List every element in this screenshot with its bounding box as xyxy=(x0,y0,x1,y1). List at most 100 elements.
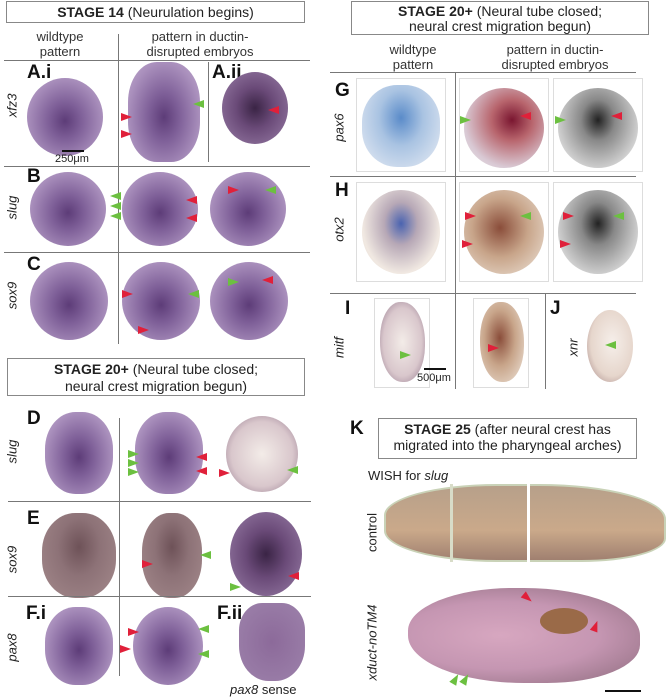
stage-label: STAGE 20+ xyxy=(53,361,129,377)
gene-label: mitf xyxy=(331,337,347,358)
divider xyxy=(330,176,636,177)
red-arrow xyxy=(560,240,571,248)
red-arrow xyxy=(488,344,499,352)
red-arrow xyxy=(122,290,133,298)
green-arrow xyxy=(265,186,276,194)
stage-desc-line2: neural crest migration begun) xyxy=(64,378,248,394)
xduct-embryo-image xyxy=(408,588,640,683)
image-frame xyxy=(356,182,446,282)
green-arrow xyxy=(128,450,139,458)
green-arrow xyxy=(110,192,121,200)
divider xyxy=(118,34,119,344)
stage-desc: (after neural crest has xyxy=(470,421,611,437)
panel-label: D xyxy=(27,408,41,429)
sense-control-caption: pax8 sense xyxy=(230,682,297,697)
col-header-disrupted: pattern in ductin-disrupted embryos xyxy=(501,42,609,72)
embryo-image xyxy=(122,172,198,246)
red-arrow xyxy=(128,628,139,636)
panel-label: A.i xyxy=(27,62,52,83)
embryo-image xyxy=(380,302,425,382)
red-arrow xyxy=(563,212,574,220)
panel-label: E xyxy=(27,508,40,529)
red-arrow xyxy=(228,186,239,194)
green-arrow xyxy=(605,341,616,349)
red-arrow xyxy=(196,467,207,475)
section-cut xyxy=(450,484,453,562)
red-arrow xyxy=(120,645,131,653)
stage-label: STAGE 25 xyxy=(404,421,471,437)
gene-label: xfz3 xyxy=(4,93,20,118)
red-arrow xyxy=(121,113,132,121)
scale-bar-label: 250μm xyxy=(55,153,89,165)
stage-label: STAGE 14 xyxy=(57,4,124,20)
embryo-image xyxy=(27,78,103,156)
stage20-right-title-box: STAGE 20+ (Neural tube closed;neural cre… xyxy=(351,1,649,35)
green-arrow xyxy=(198,625,209,633)
stage-label: STAGE 20+ xyxy=(397,3,473,19)
panel-label: H xyxy=(335,180,349,201)
green-arrow xyxy=(287,466,298,474)
embryo-image xyxy=(230,512,302,596)
embryo-image xyxy=(239,603,305,681)
row-label-xduct: xduct-noTM4 xyxy=(364,604,380,681)
wish-gene: slug xyxy=(424,468,449,483)
red-arrow xyxy=(186,196,197,204)
divider xyxy=(455,72,456,294)
wish-prefix: WISH for xyxy=(368,468,425,483)
scale-bar xyxy=(424,368,446,370)
stage-desc-line2: migrated into the pharyngeal arches) xyxy=(393,437,622,453)
red-arrow xyxy=(520,112,531,120)
col-header-disrupted: pattern in ductin-disrupted embryos xyxy=(146,29,254,59)
gene-label: otx2 xyxy=(331,217,347,242)
red-arrow xyxy=(142,560,153,568)
col-header-wildtype: wildtype pattern xyxy=(36,29,84,59)
stage14-title-box: STAGE 14 (Neurulation begins) xyxy=(6,1,305,23)
embryo-image xyxy=(558,190,638,274)
red-arrow xyxy=(268,106,279,114)
image-frame xyxy=(374,298,430,388)
image-frame xyxy=(553,182,643,282)
divider xyxy=(330,293,636,294)
panel-label: J xyxy=(550,298,561,319)
embryo-image xyxy=(362,85,440,167)
gene-label: pax8 xyxy=(4,633,20,662)
embryo-image xyxy=(45,412,113,494)
image-frame xyxy=(356,78,446,172)
red-arrow xyxy=(288,572,299,580)
green-arrow xyxy=(198,650,209,658)
wish-caption: WISH for slug xyxy=(368,468,448,483)
panel-label: A.ii xyxy=(212,62,242,83)
gene-label: sox9 xyxy=(4,545,20,574)
stage-desc-line2: neural crest migration begun) xyxy=(408,18,592,34)
embryo-image xyxy=(133,607,203,685)
panel-label: K xyxy=(350,418,364,439)
green-arrow xyxy=(128,468,139,476)
embryo-image xyxy=(210,262,288,340)
divider xyxy=(8,596,311,597)
scale-bar-label: 500μm xyxy=(417,372,451,384)
panel-label: B xyxy=(27,166,41,187)
embryo-image xyxy=(122,262,200,340)
red-arrow xyxy=(611,112,622,120)
embryo-image-patch xyxy=(540,608,588,634)
embryo-image xyxy=(128,62,200,162)
green-arrow xyxy=(400,351,411,359)
image-frame xyxy=(473,298,529,388)
red-arrow xyxy=(196,453,207,461)
red-arrow xyxy=(465,212,476,220)
red-arrow xyxy=(121,130,132,138)
embryo-image xyxy=(558,88,638,168)
panel-label: F.i xyxy=(26,603,47,624)
divider xyxy=(8,501,311,502)
panel-label: I xyxy=(345,298,351,319)
red-arrow xyxy=(219,469,230,477)
divider xyxy=(4,166,310,167)
image-frame xyxy=(459,78,549,172)
scale-bar xyxy=(605,690,641,692)
red-arrow xyxy=(186,214,197,222)
stage-desc: (Neural tube closed; xyxy=(472,3,602,19)
embryo-image xyxy=(480,302,524,382)
green-arrow xyxy=(230,583,241,591)
embryo-image xyxy=(42,513,116,598)
